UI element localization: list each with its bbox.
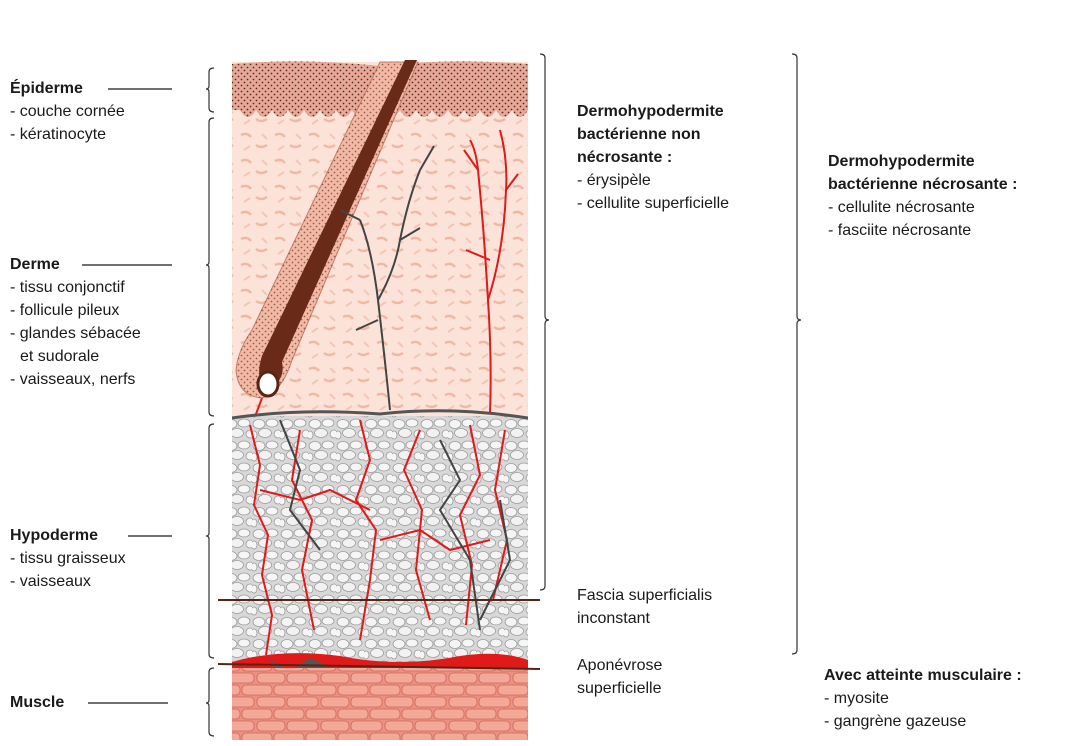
necrosante-title-line: bactérienne nécrosante :: [828, 173, 1017, 196]
derme-title: Derme: [10, 253, 141, 276]
non-necrosante-item: - cellulite superficielle: [577, 192, 729, 215]
derme-item: - vaisseaux, nerfs: [10, 368, 141, 391]
aponevrose-line-text: Aponévrose: [577, 654, 662, 677]
musculaire-title: Avec atteinte musculaire :: [824, 664, 1022, 687]
epiderme-item: - kératinocyte: [10, 123, 125, 146]
hypoderme-item: - tissu graisseux: [10, 547, 126, 570]
musculaire-label: Avec atteinte musculaire : - myosite - g…: [824, 664, 1022, 733]
fascia-line-text: Fascia superficialis: [577, 584, 712, 607]
derme-item: et sudorale: [10, 345, 141, 368]
derme-item: - follicule pileux: [10, 299, 141, 322]
derme-item: - tissu conjonctif: [10, 276, 141, 299]
aponevrose-label: Aponévrose superficielle: [577, 654, 662, 700]
tissue-column: [232, 4, 528, 740]
derme-item: - glandes sébacée: [10, 322, 141, 345]
non-necrosante-item: - érysipèle: [577, 169, 729, 192]
epiderme-title: Épiderme: [10, 77, 125, 100]
non-necrosante-title-line: Dermohypodermite: [577, 100, 729, 123]
necrosante-item: - cellulite nécrosante: [828, 196, 1017, 219]
necrosante-item: - fasciite nécrosante: [828, 219, 1017, 242]
hypoderme-label: Hypoderme - tissu graisseux - vaisseaux: [10, 524, 126, 593]
non-necrosante-label: Dermohypodermite bactérienne non nécrosa…: [577, 100, 729, 215]
epiderme-label: Épiderme - couche cornée - kératinocyte: [10, 77, 125, 146]
aponevrose-line-text: superficielle: [577, 677, 662, 700]
musculaire-item: - myosite: [824, 687, 1022, 710]
fascia-line-text: inconstant: [577, 607, 712, 630]
non-necrosante-title-line: nécrosante :: [577, 146, 729, 169]
hypoderme-item: - vaisseaux: [10, 570, 126, 593]
muscle-layer: [232, 668, 528, 740]
left-braces: [206, 68, 214, 736]
hypoderme-title: Hypoderme: [10, 524, 126, 547]
non-necrosante-title-line: bactérienne non: [577, 123, 729, 146]
musculaire-item: - gangrène gazeuse: [824, 710, 1022, 733]
epiderme-item: - couche cornée: [10, 100, 125, 123]
muscle-label: Muscle: [10, 691, 64, 714]
left-leaders: [82, 89, 172, 703]
fascia-label: Fascia superficialis inconstant: [577, 584, 712, 630]
necrosante-label: Dermohypodermite bactérienne nécrosante …: [828, 150, 1017, 242]
muscle-title: Muscle: [10, 691, 64, 714]
necrosante-title-line: Dermohypodermite: [828, 150, 1017, 173]
derme-label: Derme - tissu conjonctif - follicule pil…: [10, 253, 141, 391]
